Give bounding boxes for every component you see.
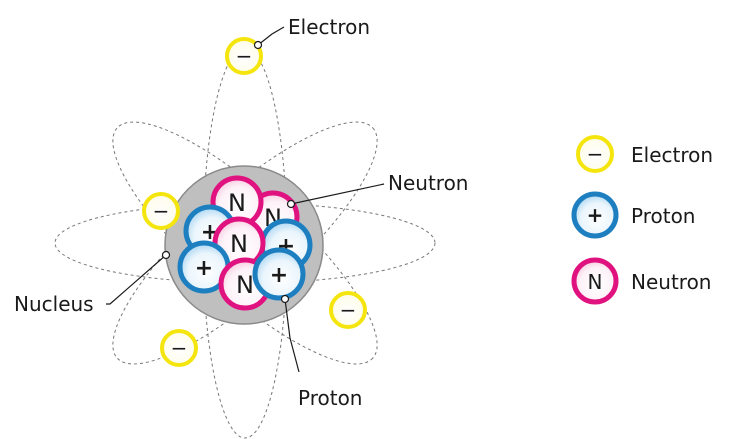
callout-label-neutron: Neutron	[388, 171, 468, 195]
electron-symbol: −	[171, 336, 188, 360]
electron-legend-icon	[576, 135, 614, 173]
legend-proton-symbol: +	[587, 203, 604, 227]
proton-symbol: +	[270, 263, 288, 288]
electron-particle: −	[142, 192, 180, 230]
callout-label-electron: Electron	[288, 15, 370, 39]
legend: − Electron + Proton N Neutron	[571, 135, 713, 305]
electron-particle: −	[329, 291, 367, 329]
neutron-symbol: N	[228, 189, 246, 217]
neutron-symbol: N	[230, 230, 248, 258]
electron-group: − − − −	[142, 37, 367, 367]
legend-neutron-symbol: N	[588, 270, 603, 294]
neutron-legend-icon	[571, 257, 619, 305]
callout-label-proton: Proton	[298, 386, 362, 410]
legend-item-neutron: N Neutron	[571, 257, 711, 305]
callout-anchor	[286, 199, 296, 209]
electron-symbol: −	[236, 44, 253, 68]
legend-electron-symbol: −	[587, 142, 604, 166]
callout-label-nucleus: Nucleus	[14, 292, 94, 316]
legend-label-neutron: Neutron	[631, 270, 711, 294]
nucleon-group: N N + + N + N	[177, 175, 313, 311]
legend-item-electron: − Electron	[576, 135, 713, 173]
legend-item-proton: + Proton	[571, 191, 695, 239]
callout-anchor	[253, 40, 263, 50]
callout-nucleus: Nucleus	[14, 250, 171, 316]
legend-label-electron: Electron	[631, 143, 713, 167]
proton-legend-icon	[571, 191, 619, 239]
electron-symbol: −	[153, 199, 170, 223]
callout-proton: Proton	[280, 294, 362, 410]
legend-label-proton: Proton	[631, 204, 695, 228]
proton-symbol: +	[195, 256, 213, 281]
callout-anchor	[161, 250, 171, 260]
callout-neutron: Neutron	[286, 171, 468, 209]
proton-particle: +	[252, 247, 306, 301]
electron-particle: −	[160, 329, 198, 367]
callout-electron: Electron	[253, 15, 370, 50]
electron-particle: −	[225, 37, 263, 75]
neutron-symbol: N	[236, 271, 254, 299]
proton-particle: +	[177, 240, 231, 294]
electron-symbol: −	[340, 298, 357, 322]
callout-anchor	[280, 294, 290, 304]
